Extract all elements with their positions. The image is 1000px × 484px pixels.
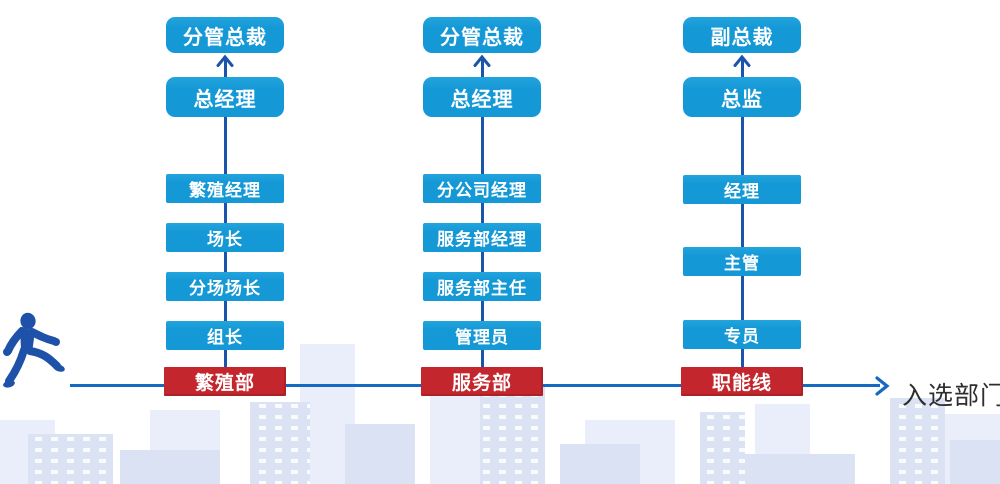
role-box: 主管	[683, 247, 801, 276]
role-box: 总监	[683, 77, 801, 117]
role-box: 分管总裁	[423, 17, 541, 53]
role-box: 服务部主任	[423, 272, 541, 301]
role-box: 副总裁	[683, 17, 801, 53]
role-box: 分场场长	[166, 272, 284, 301]
department-box: 职能线	[681, 367, 803, 396]
city-skyline	[0, 344, 1000, 484]
role-box: 专员	[683, 320, 801, 349]
right-arrow-icon	[875, 376, 890, 396]
connector-line	[740, 57, 744, 386]
role-box: 分管总裁	[166, 17, 284, 53]
role-box: 管理员	[423, 321, 541, 350]
baseline-label: 入选部门	[902, 382, 1000, 410]
role-box: 组长	[166, 321, 284, 350]
role-box: 繁殖经理	[166, 174, 284, 203]
department-box: 服务部	[421, 367, 543, 396]
up-arrow-icon	[473, 54, 491, 67]
column-service-line: 分管总裁 总经理 分公司经理 服务部经理 服务部主任 管理员 服务部	[421, 0, 543, 484]
connector-line	[480, 57, 484, 386]
department-box: 繁殖部	[164, 367, 286, 396]
connector-line	[223, 57, 227, 386]
striding-person-icon	[3, 312, 65, 388]
role-box: 经理	[683, 175, 801, 204]
role-box: 分公司经理	[423, 174, 541, 203]
up-arrow-icon	[216, 54, 234, 67]
role-box: 总经理	[423, 77, 541, 117]
column-functional-line: 副总裁 总监 经理 主管 专员 职能线	[681, 0, 803, 484]
up-arrow-icon	[733, 54, 751, 67]
role-box: 总经理	[166, 77, 284, 117]
column-breeding-line: 分管总裁 总经理 繁殖经理 场长 分场场长 组长 繁殖部	[164, 0, 286, 484]
role-box: 场长	[166, 223, 284, 252]
role-box: 服务部经理	[423, 223, 541, 252]
